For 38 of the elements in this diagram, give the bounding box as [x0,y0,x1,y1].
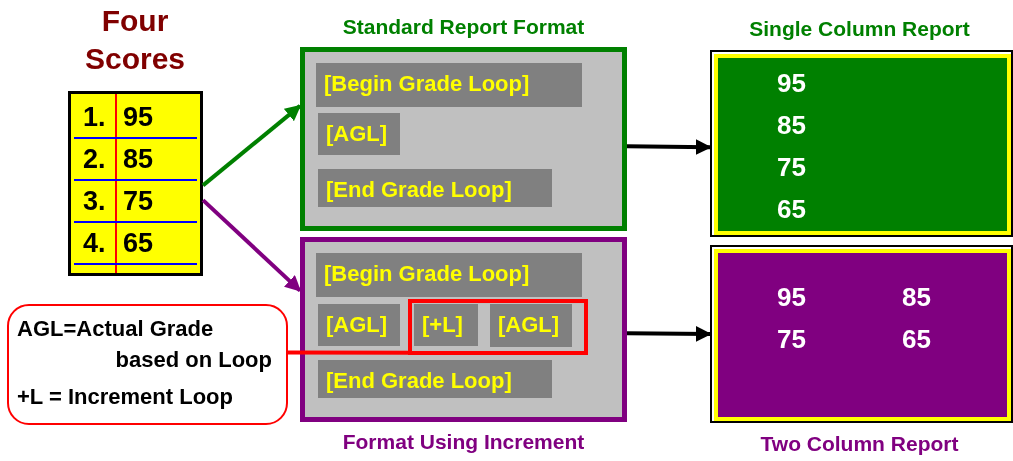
code-tag: [AGL] [318,304,400,346]
row-number: 3. [83,188,106,215]
report-title: Two Column Report [759,431,960,457]
report-value: 95 [777,284,806,310]
report-value: 85 [777,112,806,138]
report-value: 75 [777,154,806,180]
report-value: 75 [777,326,806,352]
panel-title: Standard Report Format [341,14,586,40]
report-value: 95 [777,70,806,96]
panel-title: Format Using Increment [341,429,586,455]
score-value: 95 [123,104,154,131]
arrow [201,198,302,293]
row-number: 1. [83,104,106,131]
report-value: 85 [902,284,931,310]
table-title: Four Scores [83,3,187,77]
code-tag: [End Grade Loop] [318,360,552,398]
arrow [201,104,302,187]
key-note: AGL=Actual Grade based on Loop [17,315,272,374]
code-tag: [AGL] [318,113,400,155]
report-value: 65 [902,326,931,352]
arrow [626,325,712,342]
code-tag: [+L] [414,304,478,346]
code-tag: [Begin Grade Loop] [316,253,582,297]
code-tag: [AGL] [490,304,572,347]
arrow [626,139,712,156]
score-value: 85 [123,146,154,173]
key-callout [7,304,288,425]
code-tag: [End Grade Loop] [318,169,552,207]
highlight-frame [408,299,588,355]
score-value: 75 [123,188,154,215]
row-number: 4. [83,230,106,257]
row-number: 2. [83,146,106,173]
score-value: 65 [123,230,154,257]
code-tag: [Begin Grade Loop] [316,63,582,107]
key-note: +L = Increment Loop [17,383,234,411]
report-title: Single Column Report [748,16,971,42]
leader-line [288,350,408,355]
report-value: 65 [777,196,806,222]
